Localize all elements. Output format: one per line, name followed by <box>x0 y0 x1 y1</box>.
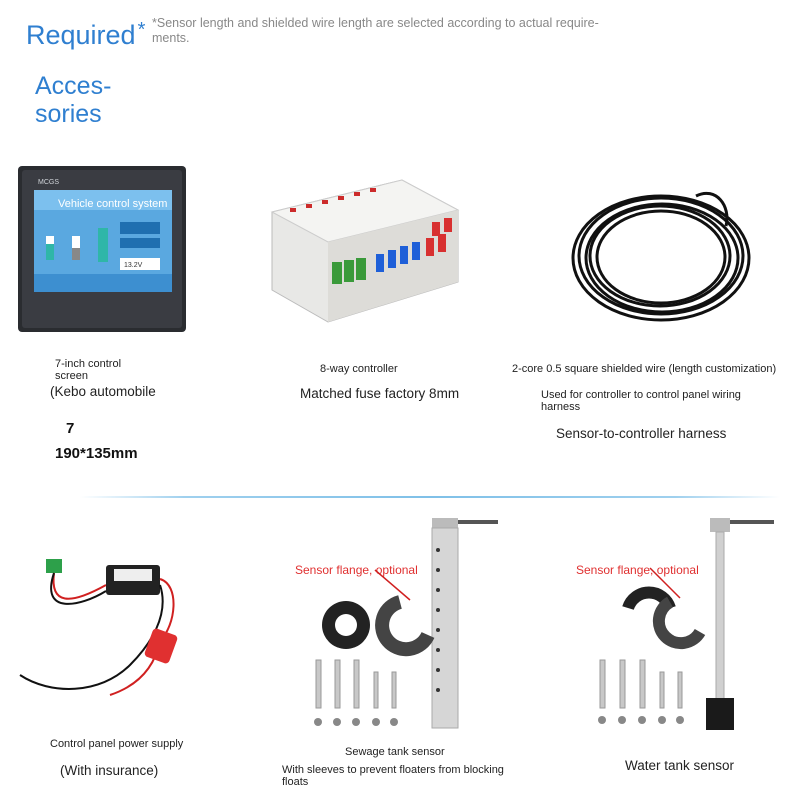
water-caption: Water tank sensor <box>625 758 735 773</box>
screen-value: 13.2V <box>124 262 143 269</box>
asterisk: * <box>137 19 146 41</box>
wire-usage: Used for controller to control panel wir… <box>541 389 741 413</box>
power-caption: Control panel power supply <box>50 738 184 750</box>
sewage-sensor-image <box>314 518 498 729</box>
water-sensor-image <box>598 518 774 730</box>
water-flange-label: Sensor flange, optional <box>576 563 699 577</box>
selection-note: *Sensor length and shielded wire length … <box>152 16 599 45</box>
sewage-caption: Sewage tank sensor <box>345 746 445 758</box>
control-screen-image: MCGS Vehicle control system 13.2V <box>18 166 186 332</box>
power-supply-image <box>19 559 178 696</box>
shielded-wire-image <box>571 191 751 322</box>
section-divider <box>80 496 780 498</box>
wire-caption: 2-core 0.5 square shielded wire (length … <box>512 363 777 375</box>
required-heading: Required* <box>26 19 146 50</box>
screen-title: Vehicle control system <box>58 198 167 210</box>
screen-caption: 7-inch control screen <box>55 358 122 382</box>
controller-image <box>270 179 460 323</box>
controller-subcaption: Matched fuse factory 8mm <box>300 386 460 401</box>
controller-caption: 8-way controller <box>320 363 398 375</box>
accessories-heading: Acces- sories <box>35 72 112 128</box>
power-subcaption: (With insurance) <box>60 763 159 778</box>
screen-brand-caption: (Kebo automobile <box>50 384 156 399</box>
sewage-flange-label: Sensor flange, optional <box>295 563 418 577</box>
sewage-description: With sleeves to prevent floaters from bl… <box>282 764 504 788</box>
screen-size-partial: 7 <box>66 420 75 437</box>
screen-dimensions: 190*135mm <box>55 445 138 462</box>
device-brand: MCGS <box>38 179 59 186</box>
wire-subcaption: Sensor-to-controller harness <box>556 426 727 441</box>
